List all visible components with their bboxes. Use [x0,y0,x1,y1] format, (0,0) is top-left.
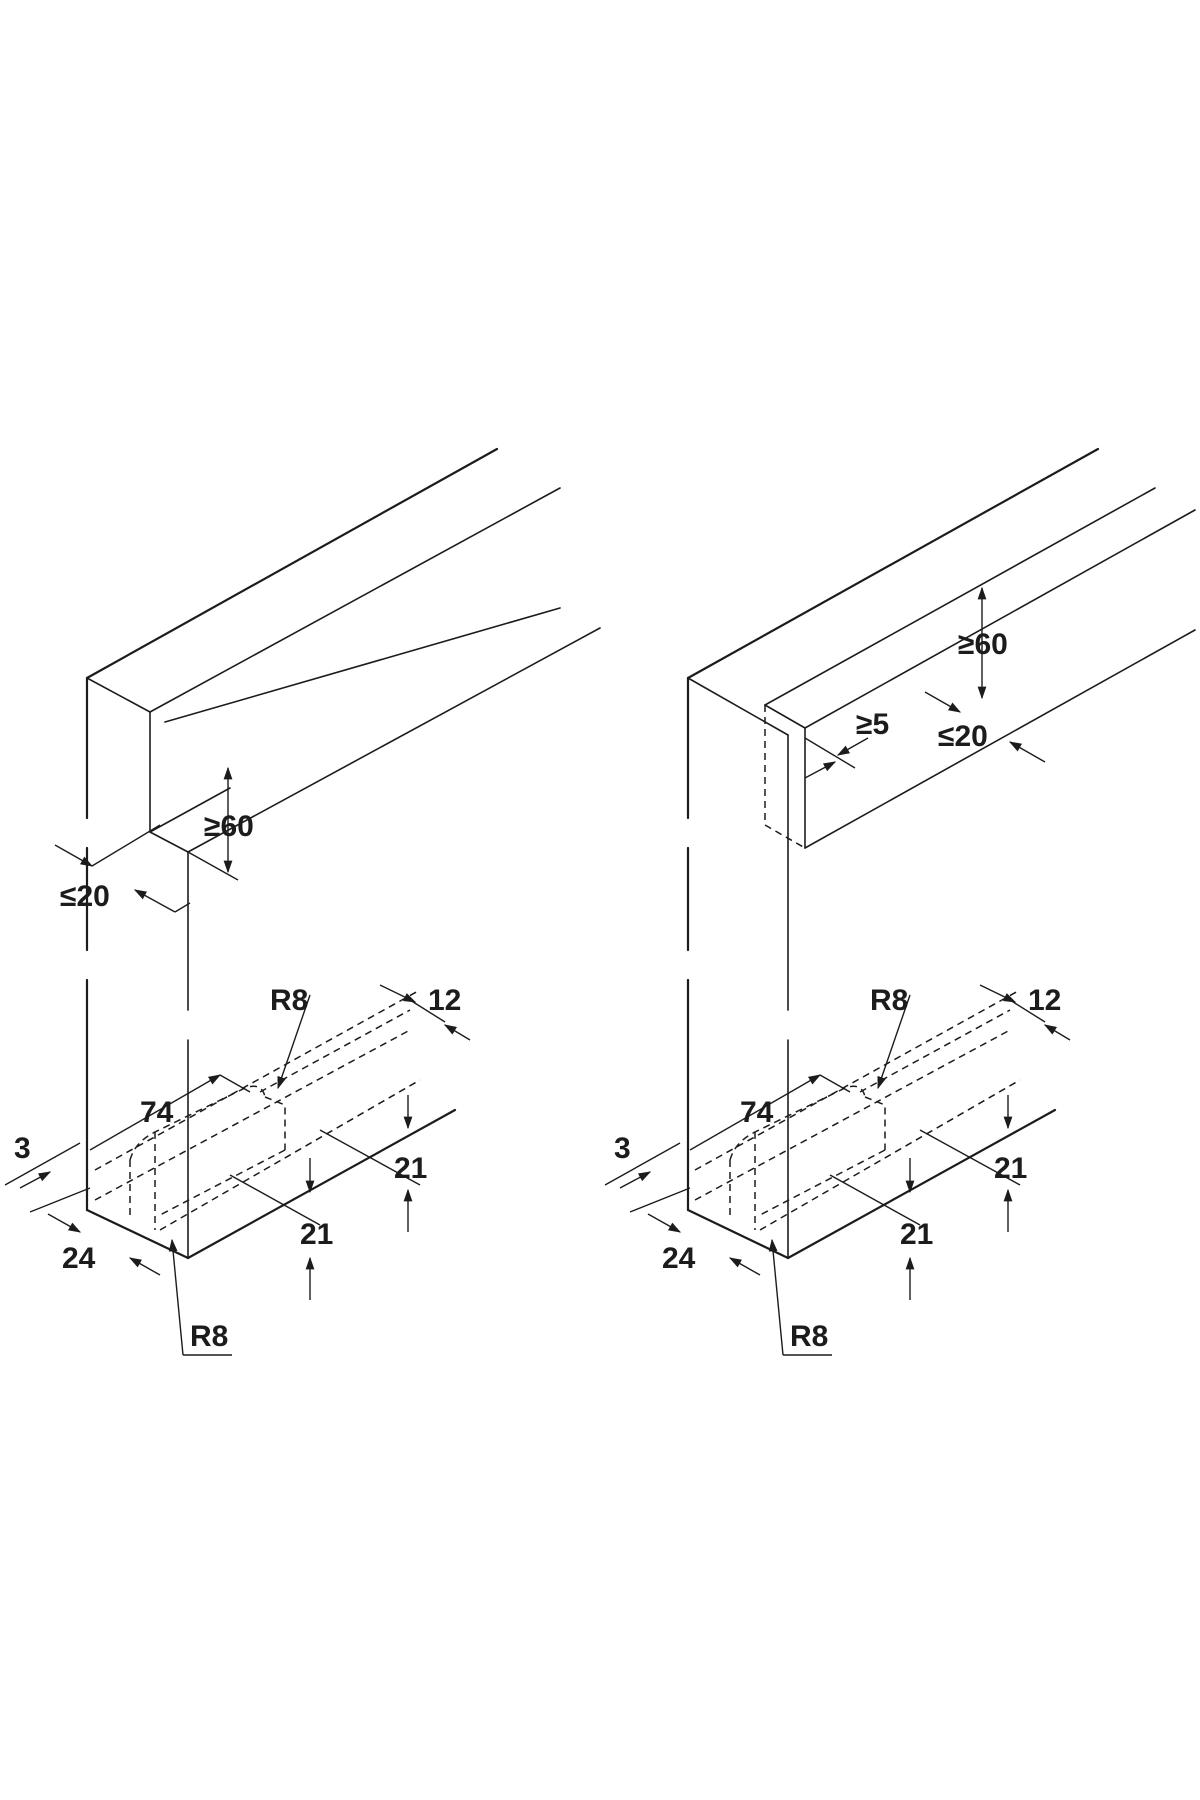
left-r8-top-label: R8 [270,984,308,1017]
left-frame-outline [85,447,601,1260]
right-21-front-label: 21 [900,1218,933,1251]
right-r8-bottom-label: R8 [790,1320,828,1353]
right-24-label: 24 [662,1242,696,1275]
right-12-label: 12 [1028,984,1061,1017]
right-height-label: ≥60 [958,628,1008,661]
right-dimension-lines [604,586,1071,1356]
left-21-front-label: 21 [300,1218,333,1251]
left-24-label: 24 [62,1242,96,1275]
right-74-label: 74 [740,1096,774,1129]
left-dimension-lines [4,766,471,1356]
right-3-label: 3 [614,1132,631,1165]
left-height-label: ≥60 [204,810,254,843]
left-3-label: 3 [14,1132,31,1165]
right-21-right-label: 21 [994,1152,1027,1185]
right-r8-top-label: R8 [870,984,908,1017]
right-gap-label: ≥5 [856,708,889,741]
left-r8-bottom-label: R8 [190,1320,228,1353]
left-12-label: 12 [428,984,461,1017]
left-variant-drawing: ≥60 ≤20 R8 12 74 3 21 21 24 R8 [4,447,601,1356]
left-width-label: ≤20 [60,880,110,913]
right-variant-drawing: ≥60 ≥5 ≤20 R8 12 74 3 21 21 24 R8 [604,447,1196,1356]
left-21-right-label: 21 [394,1152,427,1185]
left-74-label: 74 [140,1096,174,1129]
right-width-label: ≤20 [938,720,988,753]
right-frame-outline [686,447,1196,1260]
